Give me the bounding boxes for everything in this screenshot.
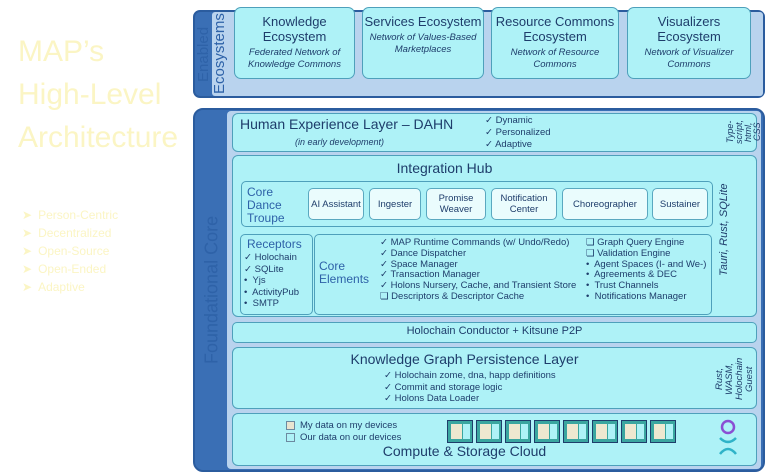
compute-storage-title: Compute & Storage Cloud [382, 443, 547, 459]
human-experience-layer [232, 113, 757, 152]
arrow-bullet-icon: ➤ [22, 280, 33, 294]
core-elements-right-list: ❏ Graph Query Engine ❏ Validation Engine… [586, 237, 707, 302]
principle-item: ➤Open-Source [22, 244, 110, 258]
check-icon: ✓ [384, 393, 392, 404]
integration-hub-tech: Tauri, Rust, SQLite [718, 183, 730, 277]
device-icon [621, 420, 647, 443]
receptors-list: ✓ Holochain ✓ SQLite • Yjs • ActivityPub… [244, 252, 300, 309]
bullet-icon: • [586, 290, 590, 302]
bullet-icon: • [586, 280, 590, 292]
human-experience-note: (in early development) [295, 137, 385, 147]
check-icon: ✓ [384, 370, 392, 381]
knowledge-graph-list: ✓ Holochain zome, dna, happ definitions … [384, 370, 556, 404]
human-experience-qualities: ✓ Dynamic ✓ Personalized ✓ Adaptive [485, 115, 551, 150]
checkbox-icon: ❏ [380, 290, 389, 302]
check-icon: ✓ [384, 381, 392, 393]
device-icon [650, 420, 676, 443]
integration-hub-title: Integration Hub [396, 160, 493, 176]
page-title: MAP’s High-Level Architecture [18, 35, 179, 154]
principles-list: ➤Person-Centric ➤Decentralized ➤Open-Sou… [22, 206, 182, 296]
receptors-box [240, 234, 313, 315]
bullet-icon: • [244, 298, 248, 309]
checkbox-icon: ❏ [586, 237, 595, 248]
check-icon: ✓ [380, 247, 388, 259]
check-icon: ✓ [244, 252, 252, 263]
troupe-member-ai-assistant: AI Assistant [308, 188, 364, 220]
legend-swatch-my-data [286, 420, 295, 430]
bullet-icon: • [586, 269, 590, 281]
check-icon: ✓ [485, 115, 493, 126]
troupe-member-ingester: Ingester [369, 188, 421, 220]
receptors-title: Receptors [247, 237, 302, 251]
holochain-logo-icon [719, 419, 737, 455]
troupe-member-sustainer: Sustainer [652, 188, 708, 220]
device-icon [476, 420, 502, 443]
data-legend: My data on my devices Our data on our de… [286, 420, 401, 444]
arrow-bullet-icon: ➤ [22, 226, 33, 240]
principle-item: ➤Adaptive [22, 280, 85, 294]
arrow-bullet-icon: ➤ [22, 262, 33, 276]
core-elements-left-list: ✓ MAP Runtime Commands (w/ Undo/Redo) ✓ … [380, 237, 577, 302]
core-elements-label: Core Elements [319, 259, 370, 286]
troupe-member-promise-weaver: Promise Weaver [426, 188, 486, 220]
device-icon [563, 420, 589, 443]
device-icon [505, 420, 531, 443]
knowledge-graph-title: Knowledge Graph Persistence Layer [350, 351, 579, 367]
arrow-bullet-icon: ➤ [22, 244, 33, 258]
check-icon: ✓ [380, 237, 388, 248]
device-icon [447, 420, 473, 443]
conductor-layer [232, 322, 757, 343]
check-icon: ✓ [380, 269, 388, 281]
device-icon [592, 420, 618, 443]
ecosystem-box-services: Services Ecosystem Network of Values-Bas… [362, 7, 484, 79]
check-icon: ✓ [380, 280, 388, 292]
legend-swatch-our-data [286, 432, 295, 442]
conductor-title: Holochain Conductor + Kitsune P2P [406, 325, 583, 337]
checkbox-icon: ❏ [586, 247, 595, 259]
ecosystem-box-knowledge: Knowledge Ecosystem Federated Network of… [234, 7, 355, 79]
bullet-icon: • [244, 275, 248, 286]
ecosystem-box-resource-commons: Resource Commons Ecosystem Network of Re… [491, 7, 619, 79]
principle-item: ➤Decentralized [22, 226, 112, 240]
troupe-member-notification-center: Notification Center [491, 188, 557, 220]
ecosystem-box-visualizers: Visualizers Ecosystem Network of Visuali… [627, 7, 751, 79]
human-experience-tech: Type-script, html, CSS [725, 120, 762, 145]
check-icon: ✓ [485, 139, 493, 150]
knowledge-graph-layer [232, 347, 757, 409]
troupe-member-choreographer: Choreographer [562, 188, 648, 220]
human-experience-title: Human Experience Layer – DAHN [240, 116, 454, 132]
bullet-icon: • [244, 286, 248, 298]
knowledge-graph-tech: Rust, WASM, Holochain Guest [714, 357, 755, 401]
enabled-ecosystems-label: Enabled Ecosystems [195, 13, 228, 95]
arrow-bullet-icon: ➤ [22, 208, 33, 222]
check-icon: ✓ [244, 263, 252, 275]
check-icon: ✓ [380, 258, 388, 270]
principle-item: ➤Person-Centric [22, 208, 119, 222]
principle-item: ➤Open-Ended [22, 262, 107, 276]
check-icon: ✓ [485, 127, 493, 138]
core-elements-box [314, 234, 712, 315]
foundational-core-label: Foundational Core [201, 215, 222, 365]
device-icon [534, 420, 560, 443]
core-dance-troupe-label: Core Dance Troupe [247, 185, 285, 225]
bullet-icon: • [586, 258, 590, 270]
